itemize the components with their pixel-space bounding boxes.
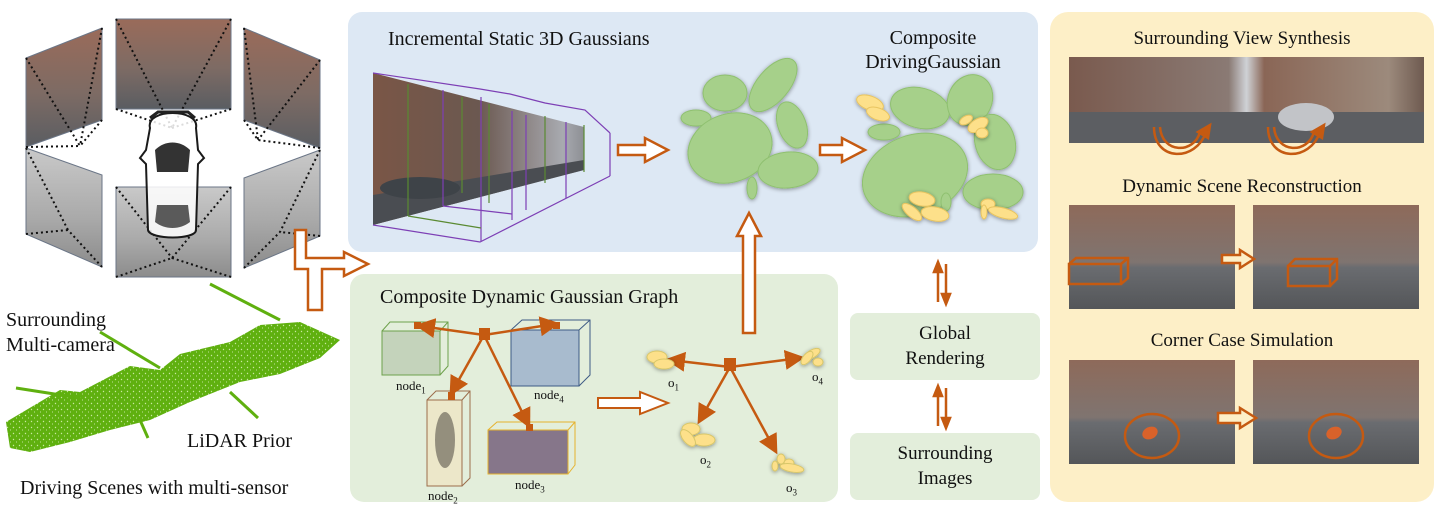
camera-view-front-right <box>243 27 321 149</box>
multi-camera-rig <box>0 0 340 280</box>
multi-camera-label-line2: Multi-camera <box>6 334 115 356</box>
static-gaussians-title: Incremental Static 3D Gaussians <box>388 28 650 50</box>
driving-scenes-caption: Driving Scenes with multi-sensor <box>20 477 289 499</box>
camera-view-front <box>115 18 232 110</box>
object2-label: o2 <box>700 452 711 470</box>
lidar-point-cloud <box>6 282 340 452</box>
camera-views-svg <box>25 18 321 278</box>
node2-label: node2 <box>428 488 458 506</box>
camera-view-back-left <box>25 147 103 268</box>
dynamic-graph-title: Composite Dynamic Gaussian Graph <box>380 286 679 308</box>
bidirectional-arrow-composite-global <box>932 258 952 308</box>
global-rendering-box: Global Rendering <box>850 313 1040 380</box>
surrounding-images-box: Surrounding Images <box>850 433 1040 500</box>
ego-car-icon <box>138 110 206 239</box>
node1-label: node1 <box>396 378 426 396</box>
lidar-prior-label: LiDAR Prior <box>187 430 292 452</box>
global-rendering-line1: Global <box>919 323 971 344</box>
surrounding-images-line1: Surrounding <box>897 443 993 464</box>
global-rendering-line2: Rendering <box>905 348 985 369</box>
object3-label: o3 <box>786 480 797 498</box>
applications-panel <box>1050 12 1434 502</box>
composite-title-line2: DrivingGaussian <box>865 51 1001 73</box>
camera-view-back-right <box>243 149 321 269</box>
surrounding-images-line2: Images <box>917 468 973 489</box>
app-title-corner-case: Corner Case Simulation <box>1150 330 1334 351</box>
bidirectional-arrow-global-images <box>932 382 952 432</box>
camera-frustum-lines <box>25 18 321 278</box>
composite-title: Composite DrivingGaussian <box>858 26 1008 74</box>
object1-label: o1 <box>668 375 679 393</box>
multi-camera-label-line1: Surrounding <box>6 309 106 331</box>
multi-camera-label: Surrounding Multi-camera <box>6 308 115 358</box>
node3-label: node3 <box>515 477 545 495</box>
composite-title-line1: Composite <box>889 27 977 49</box>
app-title-scene-reconstruction: Dynamic Scene Reconstruction <box>1122 176 1362 197</box>
object4-label: o4 <box>812 369 823 387</box>
app-title-view-synthesis: Surrounding View Synthesis <box>1133 28 1351 49</box>
node4-label: node4 <box>534 387 564 405</box>
